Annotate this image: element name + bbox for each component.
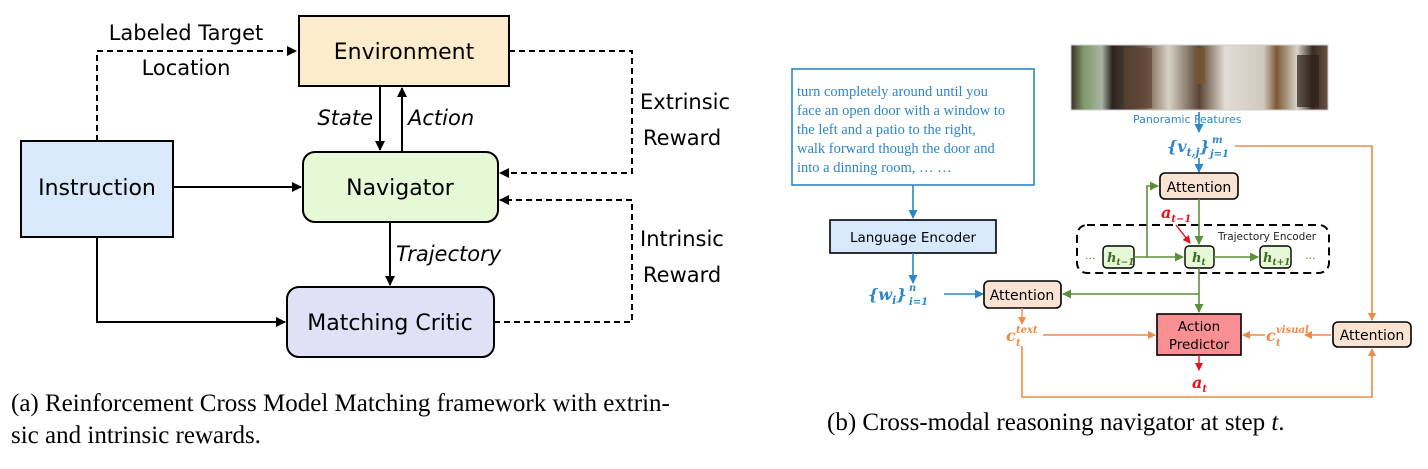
action-output-label: at bbox=[1192, 373, 1207, 395]
action-label: Action bbox=[406, 106, 474, 130]
svg-text:c: c bbox=[1266, 326, 1276, 345]
labeled-target-edge bbox=[96, 46, 297, 141]
instruction-node: Instruction bbox=[20, 140, 174, 238]
svg-text:j=1: j=1 bbox=[1208, 149, 1229, 160]
panel-a: Environment Instruction Navigator Matchi… bbox=[11, 15, 730, 449]
intrinsic-reward-edge bbox=[494, 195, 633, 323]
matching-critic-node: Matching Critic bbox=[286, 286, 495, 358]
svg-text:visual: visual bbox=[1276, 325, 1309, 336]
extrinsic-label-1: Extrinsic bbox=[640, 90, 730, 114]
trajectory-label: Trajectory bbox=[396, 242, 502, 266]
navigator-label: Navigator bbox=[346, 176, 455, 201]
action-predictor-label-1: Action bbox=[1178, 319, 1220, 335]
panel-b: turn completely around until you face an… bbox=[791, 44, 1412, 436]
svg-text:ht+1: ht+1 bbox=[1263, 251, 1290, 268]
instruction-to-critic-edge bbox=[96, 237, 286, 327]
text-attention-node: Attention bbox=[983, 280, 1062, 309]
instruction-line: walk forward though the door and bbox=[797, 141, 995, 157]
language-encoder-label: Language Encoder bbox=[850, 230, 977, 246]
intrinsic-label-1: Intrinsic bbox=[640, 227, 724, 251]
prev-action-edge bbox=[1175, 224, 1191, 244]
visual-attention-right-label: Attention bbox=[1340, 328, 1405, 344]
text-attention-label: Attention bbox=[990, 288, 1055, 304]
labeled-target-label-1: Labeled Target bbox=[109, 21, 264, 45]
extrinsic-label-2: Reward bbox=[643, 126, 721, 150]
svg-text:m: m bbox=[1212, 135, 1223, 146]
h-prev-to-visual-attention-edge bbox=[1146, 181, 1159, 257]
instruction-line: face an open door with a window to bbox=[797, 103, 1005, 119]
svg-text:n: n bbox=[909, 283, 916, 294]
ellipsis-right: ··· bbox=[1305, 252, 1316, 265]
action-predictor-label-2: Predictor bbox=[1169, 337, 1230, 353]
trajectory-encoder-label: Trajectory Encoder bbox=[1217, 231, 1317, 243]
h-current-node: ht bbox=[1184, 245, 1215, 269]
svg-text:i=1: i=1 bbox=[909, 297, 928, 308]
c-text-label: c text t bbox=[1006, 325, 1038, 349]
labeled-target-label-2: Location bbox=[142, 56, 231, 80]
ellipsis-left: ··· bbox=[1085, 252, 1096, 265]
ctext-to-visual-attention-edge bbox=[1021, 346, 1376, 398]
visual-attention-right-node: Attention bbox=[1332, 321, 1412, 348]
environment-label: Environment bbox=[334, 40, 475, 65]
visual-attention-top-node: Attention bbox=[1159, 172, 1239, 200]
h-prev-node: ht−1 bbox=[1102, 245, 1135, 269]
svg-text:{wi}: {wi} bbox=[868, 285, 907, 307]
prev-action-label: at−1 bbox=[1161, 203, 1191, 225]
word-features-label: {wi} n i=1 bbox=[868, 283, 928, 308]
instruction-line: the left and a patio to the right, bbox=[797, 122, 976, 138]
svg-text:{vt,j}: {vt,j} bbox=[1167, 137, 1210, 159]
h-next-node: ht+1 bbox=[1259, 245, 1292, 269]
caption-a-line-2: sic and intrinsic rewards. bbox=[11, 422, 261, 449]
action-predictor-node: Action Predictor bbox=[1156, 313, 1242, 356]
state-label: State bbox=[317, 106, 373, 130]
svg-text:t: t bbox=[1276, 338, 1281, 349]
svg-text:t: t bbox=[1016, 338, 1021, 349]
panorama-image bbox=[1070, 44, 1329, 111]
instruction-line: into a dinning room, … … bbox=[797, 160, 952, 176]
caption-a-line-1: (a) Reinforcement Cross Model Matching f… bbox=[11, 390, 670, 417]
instruction-text-box: turn completely around until you face an… bbox=[791, 68, 1035, 186]
environment-node: Environment bbox=[298, 15, 510, 87]
svg-text:ht−1: ht−1 bbox=[1107, 251, 1134, 268]
svg-text:c: c bbox=[1006, 326, 1016, 345]
visual-features-to-attention-edge bbox=[1235, 145, 1376, 321]
visual-features-label: {vt,j} m j=1 bbox=[1167, 135, 1229, 160]
matching-critic-label: Matching Critic bbox=[307, 311, 473, 336]
intrinsic-label-2: Reward bbox=[643, 263, 721, 287]
instruction-label: Instruction bbox=[38, 176, 156, 201]
c-visual-label: c visual t bbox=[1266, 325, 1309, 349]
svg-text:ht: ht bbox=[1192, 251, 1206, 268]
caption-b: (b) Cross-modal reasoning navigator at s… bbox=[827, 409, 1285, 436]
navigator-node: Navigator bbox=[302, 151, 499, 223]
panoramic-features-label: Panoramic Features bbox=[1133, 113, 1242, 126]
svg-text:text: text bbox=[1016, 325, 1038, 336]
visual-attention-top-label: Attention bbox=[1167, 180, 1232, 196]
instruction-line: turn completely around until you bbox=[797, 84, 988, 100]
trajectory-encoder-group: Trajectory Encoder bbox=[1076, 224, 1330, 274]
language-encoder-node: Language Encoder bbox=[829, 219, 997, 254]
extrinsic-reward-edge bbox=[499, 50, 633, 178]
